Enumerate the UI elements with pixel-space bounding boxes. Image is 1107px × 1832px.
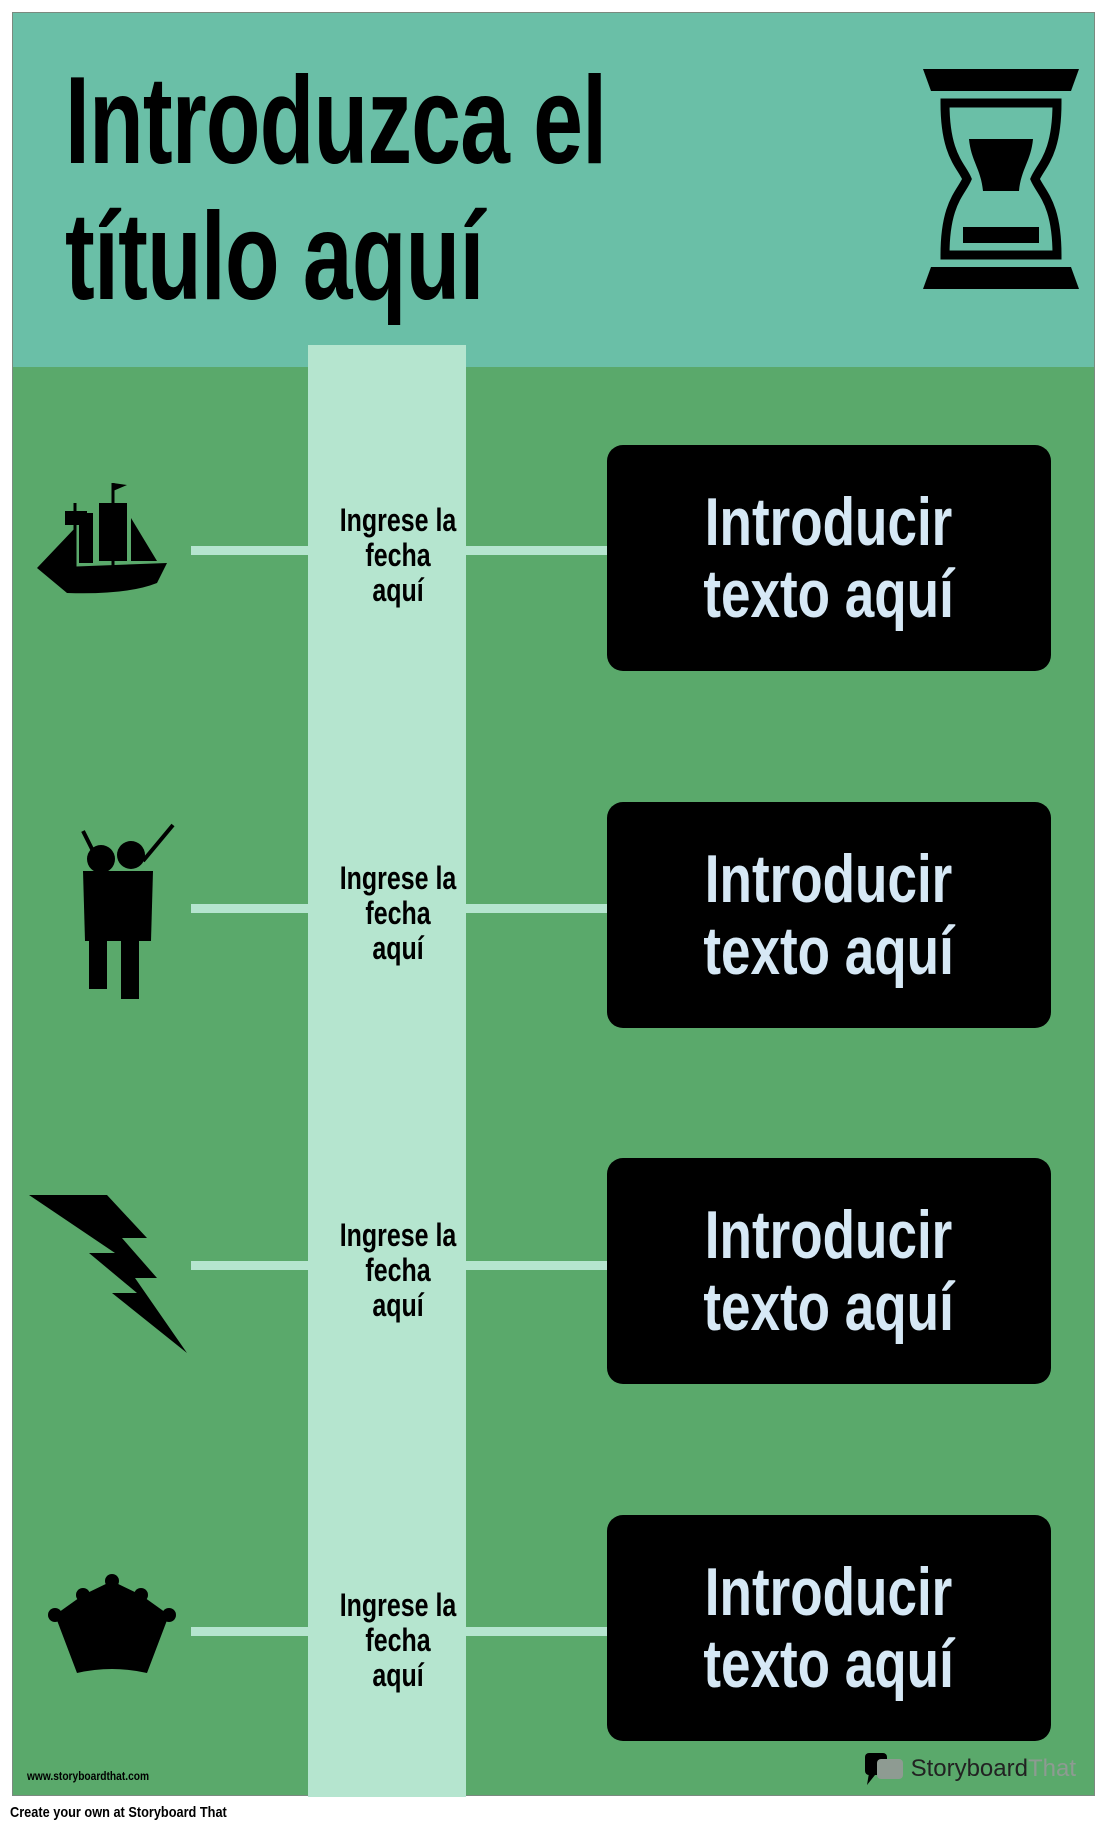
connector-right	[466, 1261, 607, 1270]
website-url[interactable]: www.storyboardthat.com	[27, 1769, 150, 1783]
footer-cta[interactable]: Create your own at Storyboard That	[10, 1804, 227, 1821]
connector-left	[191, 546, 308, 555]
connector-right	[466, 904, 607, 913]
connector-left	[191, 1261, 308, 1270]
logo-text-storyboard: Storyboard	[910, 1755, 1028, 1782]
connector-right	[466, 546, 607, 555]
title-line-2: título aquí	[65, 188, 484, 326]
bagpiper-icon	[81, 823, 175, 999]
header: Introduzca el título aquí	[13, 13, 1094, 367]
ship-icon	[37, 483, 167, 594]
timeline-column	[308, 345, 466, 1797]
title-line-1: Introduzca el	[65, 52, 607, 190]
hourglass-icon	[923, 69, 1079, 289]
connector-right	[466, 1627, 607, 1636]
connector-left	[191, 1627, 308, 1636]
lightning-icon	[29, 1195, 187, 1353]
crown-icon	[48, 1574, 176, 1673]
speech-bubble-icon	[864, 1753, 903, 1785]
logo-text-that: That	[1027, 1755, 1076, 1782]
page-title[interactable]: Introduzca el título aquí	[65, 52, 607, 326]
connector-left	[191, 904, 308, 913]
